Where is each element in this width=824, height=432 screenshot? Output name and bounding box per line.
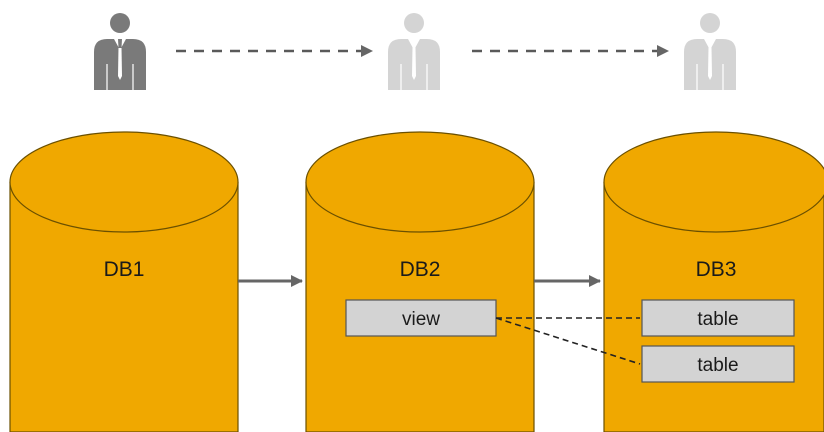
database-cylinder-db1: DB1 <box>9 131 239 432</box>
view-box: view <box>345 299 497 337</box>
db-label: DB2 <box>400 258 441 281</box>
table-label: table <box>697 309 738 330</box>
user-icon <box>684 13 736 90</box>
database-cylinder-db3: DB3 <box>603 131 824 432</box>
table-box: table <box>641 299 795 337</box>
table-box: table <box>641 345 795 383</box>
view-table-reference-line <box>495 317 641 365</box>
user-icon <box>388 13 440 90</box>
database-cylinder-db2: DB2 <box>305 131 535 432</box>
view-label: view <box>402 309 440 330</box>
db-label: DB1 <box>104 258 145 281</box>
user-icon <box>94 13 146 90</box>
table-label: table <box>697 355 738 376</box>
db-label: DB3 <box>696 258 737 281</box>
